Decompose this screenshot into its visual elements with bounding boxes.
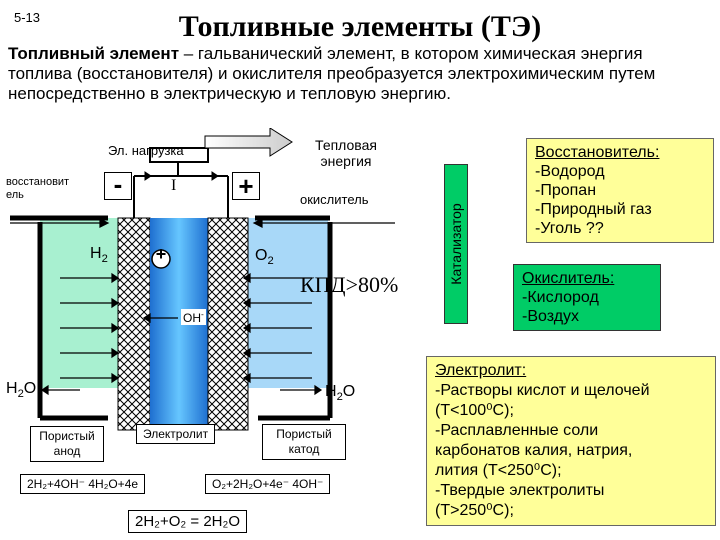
efficiency-label: КПД>80% <box>300 272 399 297</box>
electrolyte-item: лития (T<250⁰С); <box>435 462 562 479</box>
reducer-item: -Природный газ <box>535 201 652 218</box>
catalyst-label: Катализатор <box>448 203 464 285</box>
fuel-cell-diagram <box>10 128 395 431</box>
anode-electrode <box>117 217 151 431</box>
electrolytes-box: Электролит: -Растворы кислот и щелочей (… <box>426 356 716 526</box>
negative-terminal: - <box>104 171 132 200</box>
current-label: I <box>171 177 177 194</box>
reducers-box: Восстановитель: -Водород -Пропан -Природ… <box>526 138 714 243</box>
electrolytes-heading: Электролит: <box>435 362 527 379</box>
oh-label: OH- <box>181 309 206 325</box>
oxidizer-label: окислитель <box>300 192 369 207</box>
page-title: Топливные элементы (ТЭ) <box>178 10 542 43</box>
reducer-item: -Водород <box>535 163 605 180</box>
oxidizers-box: Окислитель: -Кислород -Воздух <box>513 264 661 331</box>
slide-number: 5-13 <box>14 10 41 25</box>
electrolyte-item: -Твердые электролиты <box>435 482 605 499</box>
porous-anode-label: Пористый анод <box>30 426 104 462</box>
reducers-heading: Восстановитель: <box>535 144 660 161</box>
electrolyte-item: (T<100⁰С); <box>435 402 514 419</box>
load-label: Эл. нагрузка <box>108 143 184 158</box>
overall-reaction: 2H₂+O₂ = 2H₂O <box>128 510 248 533</box>
catalyst-bar: Катализатор <box>444 164 468 324</box>
plus-ion: + <box>155 244 167 264</box>
oxidizer-item: -Воздух <box>522 308 580 325</box>
definition-term: Топливный элемент <box>8 44 180 63</box>
positive-terminal: + <box>232 172 260 200</box>
reducer-label: восстановит ель <box>6 176 70 201</box>
electrolyte-label: Электролит <box>136 424 216 444</box>
h2-label: H2 <box>90 245 108 266</box>
cathode-electrode <box>207 217 249 431</box>
h2o-left-label: H2O <box>6 380 37 401</box>
electrolyte-item: -Растворы кислот и щелочей <box>435 382 650 399</box>
oxidizer-item: -Кислород <box>522 289 599 306</box>
oxidizers-heading: Окислитель: <box>522 270 615 287</box>
o2-label: O2 <box>255 247 274 268</box>
heat-label: Тепловая энергия <box>315 137 377 169</box>
electrolyte-item: карбонатов калия, натрия, <box>435 442 633 459</box>
reducer-item: -Уголь ?? <box>535 220 604 237</box>
cathode-reaction: O₂+2H₂O+4e⁻ 4OH⁻ <box>205 474 331 494</box>
electrolyte-item: -Расплавленные соли <box>435 422 599 439</box>
anode-reaction: 2H₂+4OH⁻ 4H₂O+4e <box>20 474 146 494</box>
h2o-right-label: H2O <box>325 383 356 404</box>
electrolyte-item: (T>250⁰С); <box>435 502 514 519</box>
definition-text: – гальванический элемент, в котором хими… <box>8 44 656 103</box>
porous-cathode-label: Пористый катод <box>262 424 346 460</box>
reducer-item: -Пропан <box>535 182 597 199</box>
definition-paragraph: Топливный элемент – гальванический элеме… <box>8 44 708 104</box>
